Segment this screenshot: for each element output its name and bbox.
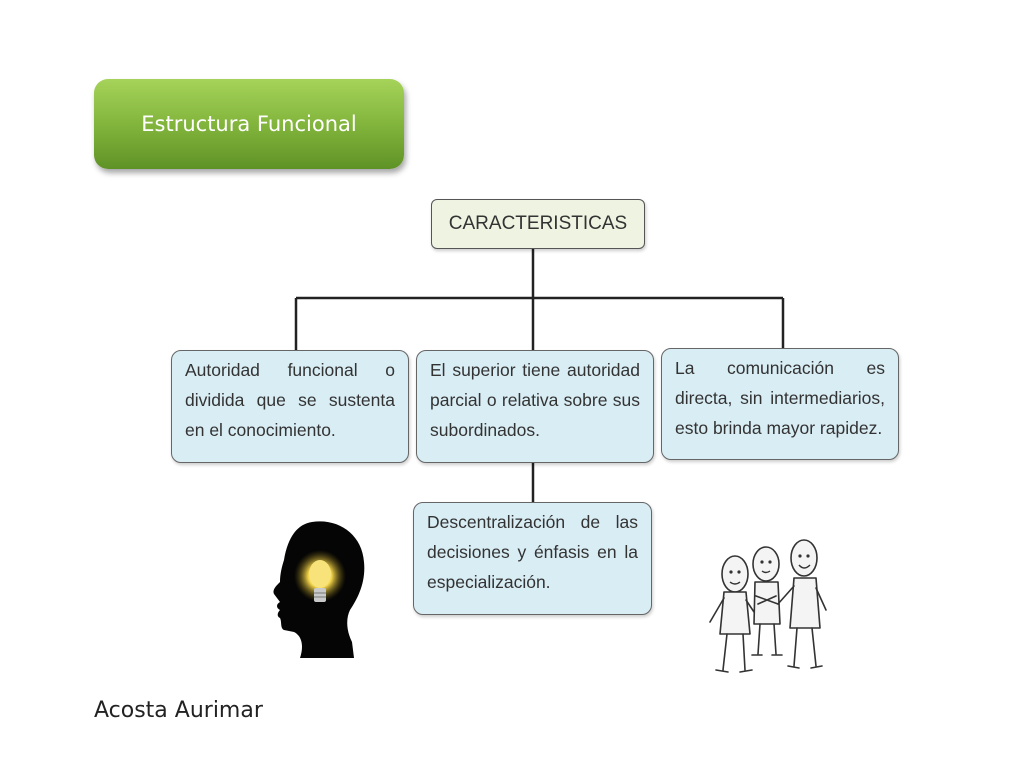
node-comunicacion-directa: La comunicación es directa, sin intermed… [661, 348, 899, 460]
people-talking-icon [709, 539, 827, 673]
node-superior-autoridad: El superior tiene autoridad parcial o re… [416, 350, 654, 463]
head-lightbulb-icon [273, 521, 365, 658]
slide-title: Estructura Funcional [94, 79, 404, 169]
root-node-caracteristicas: CARACTERISTICAS [431, 199, 645, 249]
author-name: Acosta Aurimar [94, 698, 263, 723]
node-autoridad-funcional: Autoridad funcional o dividida que se su… [171, 350, 409, 463]
node-descentralizacion: Descentralización de las decisiones y én… [413, 502, 652, 615]
